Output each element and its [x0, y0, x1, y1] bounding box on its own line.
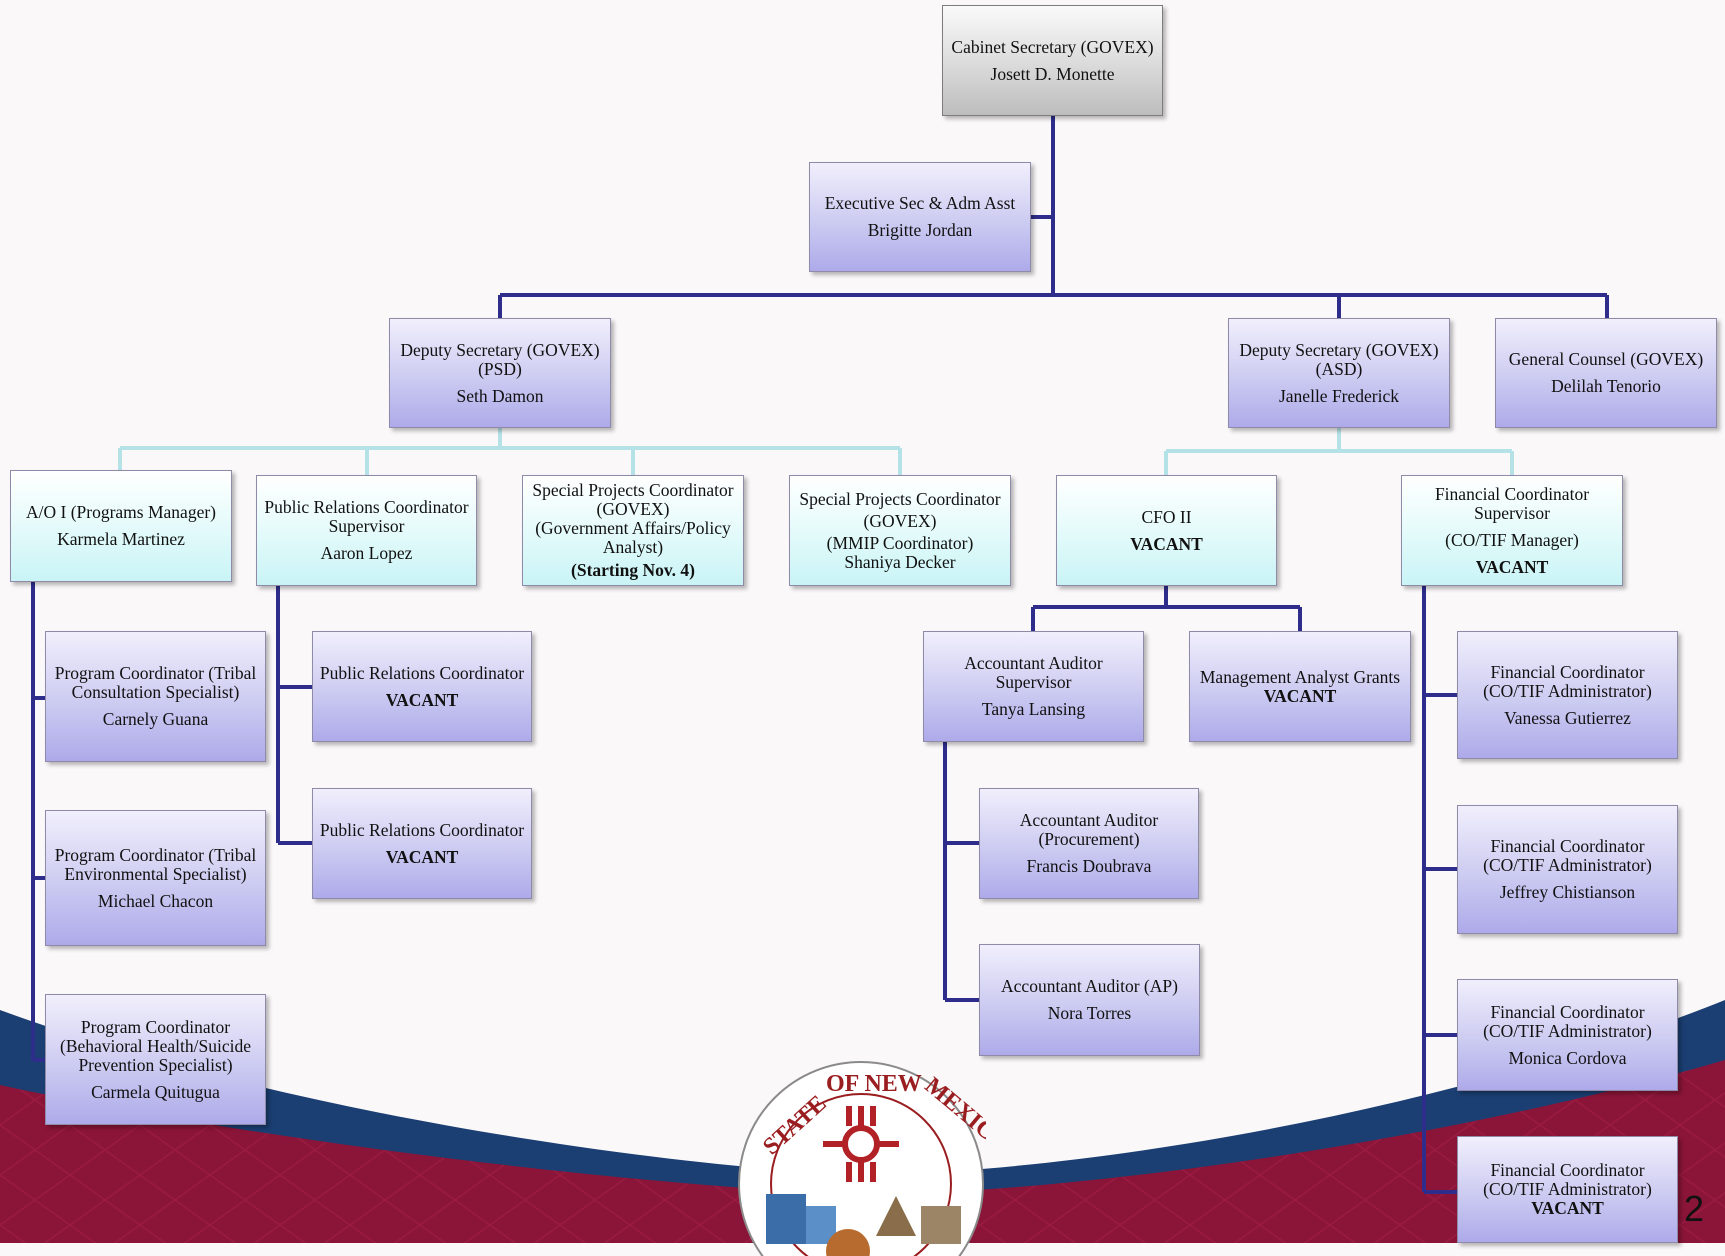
node-name: Tanya Lansing — [981, 699, 1086, 719]
node-name: VACANT — [1130, 533, 1203, 554]
org-node-deputy-secretary-asd: Deputy Secretary (GOVEX) (ASD) Janelle F… — [1228, 318, 1450, 428]
node-name: Carmela Quitugua — [91, 1081, 220, 1102]
primary-connectors — [31, 116, 1609, 1194]
org-node-financial-coordinator-4: Financial Coordinator (CO/TIF Administra… — [1457, 1136, 1678, 1243]
org-node-public-relations-supervisor: Public Relations Coordinator Supervisor … — [256, 475, 477, 586]
node-name: VACANT — [385, 689, 459, 710]
node-title: Accountant Auditor (AP) — [1001, 976, 1178, 996]
node-subtitle: Prevention Specialist) — [78, 1054, 233, 1075]
org-node-public-relations-coordinator-2: Public Relations Coordinator VACANT — [312, 788, 532, 899]
node-start-note: (Starting Nov. 4) — [571, 560, 695, 580]
node-name: Michael Chacon — [97, 890, 214, 911]
node-title: A/O I (Programs Manager) — [25, 502, 216, 522]
org-node-financial-coordinator-supervisor: Financial Coordinator Supervisor (CO/TIF… — [1401, 475, 1623, 586]
node-name: Karmela Martinez — [57, 529, 185, 549]
org-node-financial-coordinator-3: Financial Coordinator (CO/TIF Administra… — [1457, 979, 1678, 1091]
node-name: Aaron Lopez — [320, 543, 413, 563]
node-name: Jeffrey Chistianson — [1499, 882, 1636, 902]
node-subtitle: (GOVEX) — [596, 499, 670, 519]
node-name: Janelle Frederick — [1278, 385, 1399, 406]
node-subtitle: (CO/TIF Administrator) — [1483, 1179, 1652, 1199]
node-name: VACANT — [1263, 685, 1337, 706]
node-name: Brigitte Jordan — [867, 220, 973, 240]
node-subtitle: (Procurement) — [1038, 829, 1140, 849]
org-node-financial-coordinator-1: Financial Coordinator (CO/TIF Administra… — [1457, 631, 1678, 759]
node-subtitle: (PSD) — [478, 358, 522, 379]
node-subtitle: (MMIP Coordinator) — [826, 532, 974, 553]
node-subtitle: Consultation Specialist) — [71, 682, 240, 702]
node-title: General Counsel (GOVEX) — [1508, 349, 1704, 369]
org-node-management-analyst-grants: Management Analyst Grants VACANT — [1189, 631, 1411, 742]
node-name: Delilah Tenorio — [1551, 376, 1661, 396]
org-node-public-relations-coordinator-1: Public Relations Coordinator VACANT — [312, 631, 532, 742]
node-subtitle: (GOVEX) — [863, 510, 937, 531]
node-subtitle: Analyst) — [602, 537, 664, 557]
org-node-program-coordinator-consultation: Program Coordinator (Tribal Consultation… — [45, 631, 266, 762]
node-title: Accountant Auditor — [964, 653, 1103, 673]
node-title: Public Relations Coordinator — [319, 819, 525, 840]
secondary-connectors — [118, 428, 1514, 475]
node-title: Financial Coordinator — [1490, 1160, 1645, 1180]
org-node-program-coordinator-environmental: Program Coordinator (Tribal Environmenta… — [45, 810, 266, 946]
node-title: Special Projects Coordinator — [799, 488, 1001, 509]
node-title: Program Coordinator (Tribal — [54, 663, 257, 683]
node-name: VACANT — [1475, 556, 1549, 577]
node-title: Program Coordinator — [80, 1016, 231, 1037]
node-name: Seth Damon — [456, 385, 544, 406]
node-name: VACANT — [385, 846, 459, 867]
node-title: CFO II — [1141, 506, 1192, 527]
org-node-general-counsel: General Counsel (GOVEX) Delilah Tenorio — [1495, 318, 1717, 428]
org-node-executive-secretary: Executive Sec & Adm Asst Brigitte Jordan — [809, 162, 1031, 272]
state-seal-logo: STATE OF NEW MEXICO — [738, 1061, 986, 1256]
node-subtitle: (CO/TIF Administrator) — [1483, 855, 1652, 875]
node-title: Financial Coordinator — [1490, 661, 1645, 682]
node-name: Josett D. Monette — [990, 63, 1115, 84]
node-title: Management Analyst Grants — [1199, 666, 1401, 687]
svg-text:OF NEW: OF NEW — [826, 1071, 922, 1097]
org-node-accountant-auditor-procurement: Accountant Auditor (Procurement) Francis… — [979, 788, 1199, 899]
node-subtitle: (CO/TIF Administrator) — [1483, 680, 1652, 701]
node-name: Carnely Guana — [102, 709, 209, 729]
node-title: Public Relations Coordinator — [264, 497, 469, 517]
node-title: Special Projects Coordinator — [532, 480, 734, 500]
node-name: Monica Cordova — [1508, 1047, 1627, 1068]
page-number: 2 — [1684, 1188, 1705, 1229]
node-subtitle: Supervisor — [995, 672, 1072, 692]
node-title: Accountant Auditor — [1019, 810, 1159, 830]
org-node-special-projects-mmip: Special Projects Coordinator (GOVEX) (MM… — [789, 475, 1011, 586]
node-title: Financial Coordinator — [1490, 1001, 1645, 1022]
node-subtitle: (CO/TIF Administrator) — [1483, 1020, 1652, 1041]
node-title: Deputy Secretary (GOVEX) — [400, 339, 600, 360]
node-subtitle: Supervisor — [1474, 502, 1550, 523]
node-title: Deputy Secretary (GOVEX) — [1239, 339, 1439, 360]
node-title: Program Coordinator (Tribal — [54, 844, 257, 865]
node-subtitle: (CO/TIF Manager) — [1445, 529, 1579, 550]
org-node-cfo: CFO II VACANT — [1056, 475, 1277, 586]
org-node-accountant-auditor-supervisor: Accountant Auditor Supervisor Tanya Lans… — [923, 631, 1144, 742]
node-subtitle: (Government Affairs/Policy — [535, 518, 731, 538]
node-name: Shaniya Decker — [844, 551, 956, 572]
org-node-accountant-auditor-ap: Accountant Auditor (AP) Nora Torres — [979, 944, 1200, 1056]
org-node-ao-programs-manager: A/O I (Programs Manager) Karmela Martine… — [10, 470, 232, 582]
node-name: VACANT — [1531, 1198, 1604, 1218]
node-subtitle: Environmental Specialist) — [64, 863, 247, 884]
node-subtitle: (Behavioral Health/Suicide — [60, 1035, 251, 1056]
org-node-cabinet-secretary: Cabinet Secretary (GOVEX) Josett D. Mone… — [942, 5, 1163, 116]
node-name: Vanessa Gutierrez — [1504, 707, 1631, 728]
org-node-program-coordinator-behavioral: Program Coordinator (Behavioral Health/S… — [45, 994, 266, 1125]
node-title: Financial Coordinator — [1434, 483, 1590, 504]
node-title: Cabinet Secretary (GOVEX) — [951, 36, 1154, 57]
node-title: Executive Sec & Adm Asst — [824, 193, 1016, 213]
node-name: Francis Doubrava — [1026, 856, 1152, 876]
node-name: Nora Torres — [1047, 1003, 1132, 1023]
node-title: Financial Coordinator — [1490, 836, 1645, 856]
node-subtitle: Supervisor — [328, 516, 405, 536]
node-subtitle: (ASD) — [1315, 358, 1363, 379]
org-node-deputy-secretary-psd: Deputy Secretary (GOVEX) (PSD) Seth Damo… — [389, 318, 611, 428]
org-node-financial-coordinator-2: Financial Coordinator (CO/TIF Administra… — [1457, 805, 1678, 934]
node-title: Public Relations Coordinator — [319, 662, 525, 683]
org-node-special-projects-govaffairs: Special Projects Coordinator (GOVEX) (Go… — [522, 475, 744, 586]
